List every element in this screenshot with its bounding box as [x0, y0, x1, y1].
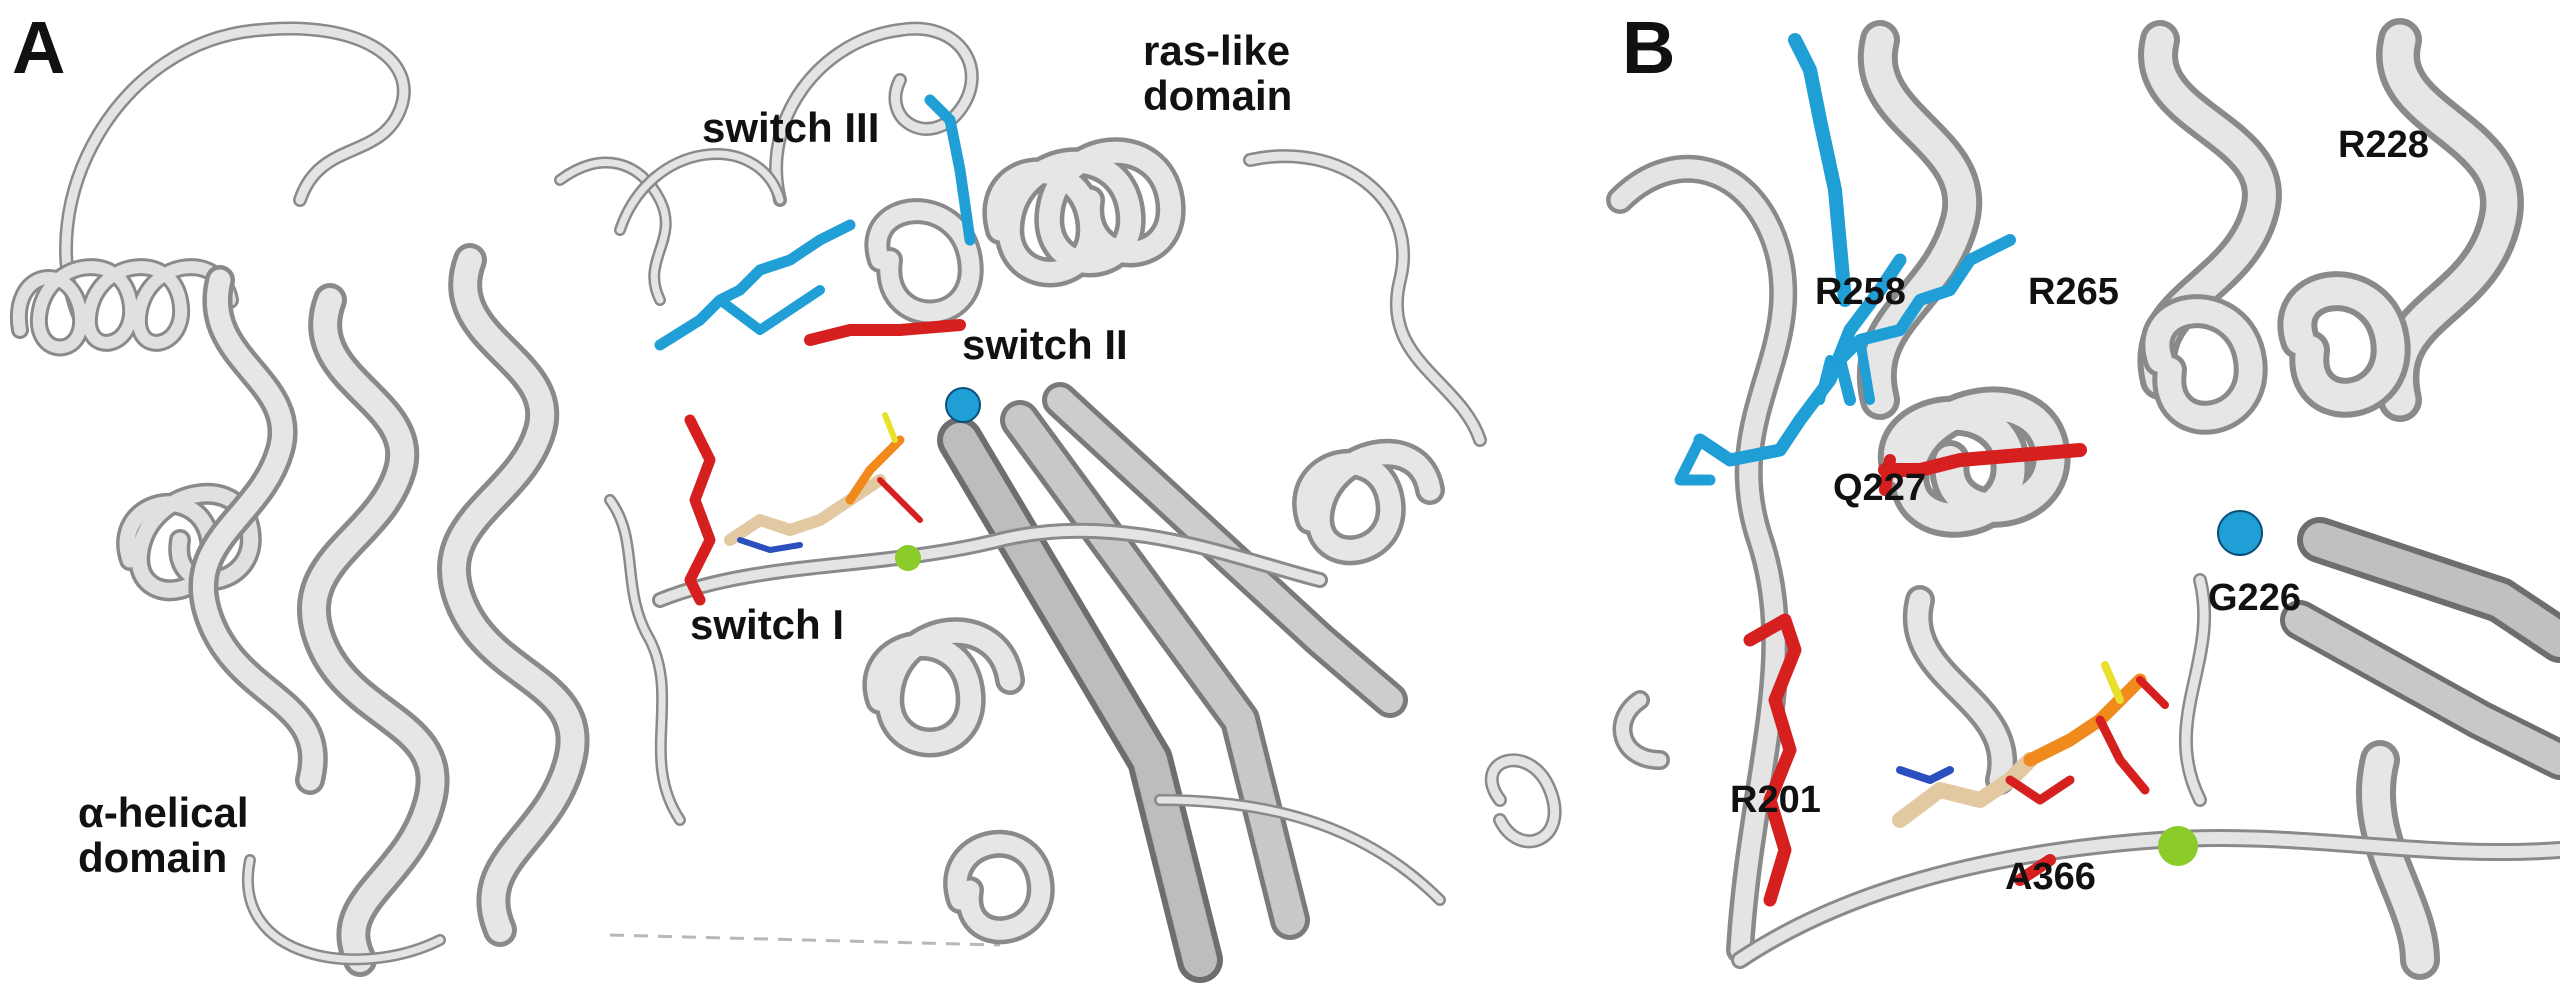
residue-label-r265: R265 — [2028, 271, 2119, 313]
panel-b-structure — [1600, 18, 2560, 980]
panel-label-b: B — [1622, 6, 1676, 89]
residue-q227-stick — [1878, 443, 2087, 477]
residue-r265-stick — [1834, 234, 2016, 406]
residue-q227-cap — [1879, 454, 1896, 496]
panel-b-closeup: B R228 R258 R265 Q227 G226 R201 A366 — [1600, 0, 2560, 987]
alpha-helical-domain-ribbon — [9, 21, 686, 977]
panel-label-a: A — [12, 6, 66, 89]
panel-a-structure — [9, 21, 1562, 983]
closeup-blue-residues — [1600, 33, 2016, 486]
residue-label-r258: R258 — [1815, 271, 1906, 313]
residue-label-a366: A366 — [2005, 856, 2096, 898]
alpha-helical-domain-line1: α-helical — [78, 789, 249, 836]
switch-ii-label: switch II — [962, 321, 1128, 368]
residue-a366-stick — [2014, 854, 2056, 886]
panel-a-overview: A switch III switch II switch I ras-like… — [9, 6, 1562, 983]
missing-segment-dash — [609, 933, 1001, 947]
switch-i-label: switch I — [690, 601, 845, 648]
switch-iii-label: switch III — [702, 104, 880, 151]
glycine-marker — [945, 387, 981, 423]
residue-r201-stick — [1743, 613, 1802, 907]
alpha-helical-domain-line2: domain — [78, 834, 228, 882]
switch-i-residue — [684, 414, 716, 606]
gtp-nucleotide — [724, 412, 923, 553]
closeup-ribbon — [1606, 18, 2560, 980]
switch-ii-residue — [804, 319, 966, 346]
residue-r228-stick — [1788, 33, 1852, 307]
switch-iii-residues — [654, 94, 976, 351]
residue-label-g226: G226 — [2208, 577, 2301, 619]
residue-label-r228: R228 — [2338, 124, 2429, 166]
ras-like-domain-ribbon — [614, 21, 1562, 983]
alpha-helical-domain-label: α-helical domain — [78, 790, 249, 881]
ras-like-domain-line2: domain — [1143, 72, 1293, 120]
closeup-magnesium-ion — [2158, 826, 2198, 866]
closeup-glycine-marker — [2217, 510, 2263, 556]
magnesium-ion — [895, 545, 921, 571]
residue-label-q227: Q227 — [1833, 467, 1926, 509]
residue-label-r201: R201 — [1730, 779, 1821, 821]
residue-r258-stick — [1600, 240, 1700, 460]
ras-like-domain-line1: ras-like — [1143, 27, 1291, 74]
closeup-gtp-nucleotide — [1892, 661, 2169, 828]
ras-like-domain-label: ras-like domain — [1143, 28, 1292, 119]
